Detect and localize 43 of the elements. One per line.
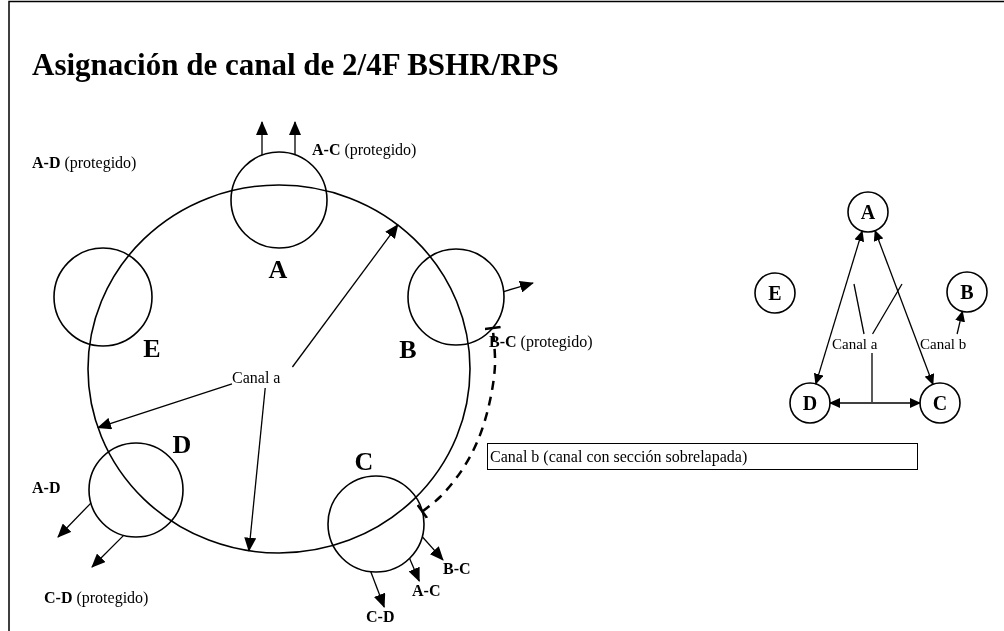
channel-label: Canal a [832,335,878,352]
channel-label: Canal a [232,368,281,387]
arrow [408,557,420,582]
signal-label: B-C [443,560,471,578]
node-letter: E [768,283,782,303]
leader-line [871,283,903,335]
arrow [955,310,965,335]
title: Asignación de canal de 2/4F BSHR/RPS [32,48,559,83]
double-arrow [813,230,865,385]
signal-label: C-D [366,608,395,626]
arrow [370,571,386,608]
dashed-connector [416,325,502,520]
node-letter: E [143,336,161,362]
box-text: Canal b (canal con sección sobrelapada) [490,447,748,466]
arrow [291,224,399,368]
node-letter: A [268,257,288,283]
arrow [57,502,92,538]
arrow [503,280,534,293]
signal-label: B-C (protegido) [489,333,593,351]
leader-line [871,352,873,403]
arrow [289,121,301,156]
node-letter: D [172,432,192,458]
double-arrow [873,229,935,386]
node-letter: B [399,337,417,363]
arrow [97,383,233,430]
arrow [91,534,125,568]
text-box [487,443,918,470]
arrow [244,387,266,552]
signal-label: A-C (protegido) [312,141,417,159]
signal-label: A-D (protegido) [32,154,137,172]
node-letter: A [860,202,876,222]
node-letter: C [354,449,374,475]
double-arrow [829,398,921,408]
signal-label: A-D [32,479,61,497]
arrow [421,536,444,561]
node-letter: B [960,282,974,302]
leader-line [853,283,865,335]
channel-label: Canal b [920,335,967,352]
node-letter: D [802,393,818,413]
signal-label: C-D (protegido) [44,589,149,607]
node-letter: C [932,393,948,413]
signal-label: A-C [412,582,441,600]
arrow [256,121,268,156]
